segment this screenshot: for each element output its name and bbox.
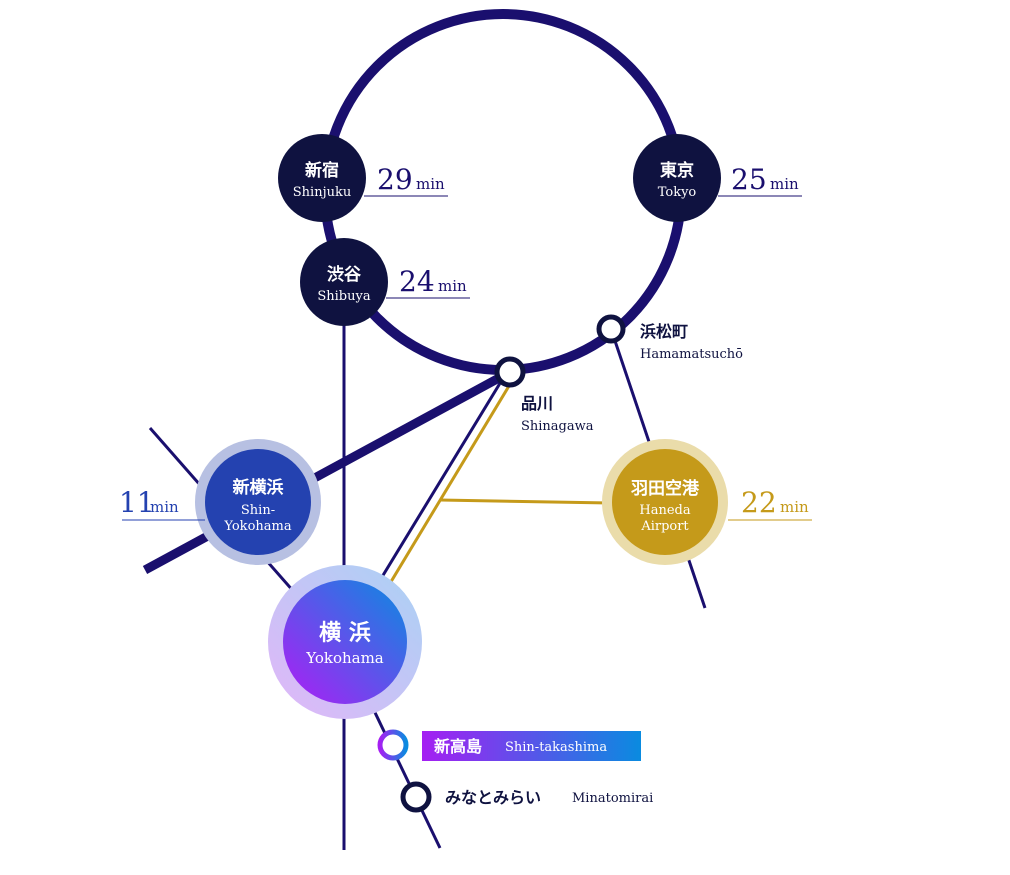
station-name-en: Shibuya: [317, 289, 370, 304]
station-name-en: Yokohama: [223, 519, 291, 534]
station-name-jp: 品川: [521, 394, 553, 413]
station-name-jp: 新横浜: [233, 477, 284, 498]
station-name-jp: 新宿: [305, 160, 339, 181]
time-value: 24: [399, 265, 435, 298]
station-shinjuku[interactable]: 新宿 Shinjuku: [278, 134, 366, 222]
station-name-en: Shin-: [241, 503, 275, 518]
station-name-jp: 新高島: [434, 737, 482, 756]
station-minatomirai[interactable]: みなとみらい Minatomirai: [400, 781, 653, 813]
station-name-jp: みなとみらい: [445, 788, 541, 807]
time-unit: min: [416, 175, 445, 193]
time-shinjuku: 29 min: [364, 163, 448, 197]
time-shibuya: 24 min: [386, 265, 470, 299]
time-unit: min: [770, 175, 799, 193]
station-name-en: Hamamatsuchō: [640, 347, 743, 362]
time-tokyo: 25 min: [718, 163, 802, 197]
station-name-jp: 東京: [660, 160, 694, 181]
time-value: 29: [377, 163, 413, 196]
keikyu-airport-branch: [439, 498, 611, 505]
station-name-en: Shinjuku: [293, 185, 351, 200]
station-yokohama[interactable]: 横 浜 Yokohama: [268, 565, 422, 719]
time-unit: min: [150, 498, 179, 516]
time-value: 25: [731, 163, 767, 196]
time-value: 11: [119, 486, 155, 519]
station-shin-yokohama[interactable]: 新横浜 Shin- Yokohama: [195, 439, 321, 565]
station-hamamatsucho[interactable]: 浜松町 Hamamatsuchō: [596, 314, 743, 362]
shinkansen-line: [142, 368, 513, 574]
time-value: 22: [741, 486, 777, 519]
station-name-jp: 横 浜: [319, 621, 371, 646]
station-name-en: Minatomirai: [572, 791, 653, 806]
station-shibuya[interactable]: 渋谷 Shibuya: [300, 238, 388, 326]
station-name-en: Yokohama: [305, 649, 384, 667]
station-name-jp: 渋谷: [327, 264, 362, 285]
time-unit: min: [438, 277, 467, 295]
station-haneda-airport[interactable]: 羽田空港 Haneda Airport: [602, 439, 728, 565]
time-unit: min: [780, 498, 809, 516]
keikyu-line: [378, 375, 517, 601]
station-name-en: Tokyo: [658, 185, 697, 200]
time-haneda: 22 min: [728, 486, 812, 521]
station-name-jp: 浜松町: [640, 322, 688, 341]
station-name-jp: 羽田空港: [631, 478, 700, 499]
shinagawa-yokohama-line: [366, 374, 507, 601]
station-shin-takashima[interactable]: 新高島 Shin-takashima: [377, 729, 641, 761]
station-name-en: Shinagawa: [521, 419, 594, 434]
station-name-en: Haneda: [639, 503, 690, 518]
station-name-en: Airport: [640, 519, 689, 534]
station-name-en: Shin-takashima: [505, 740, 607, 755]
station-shinagawa[interactable]: 品川 Shinagawa: [494, 356, 594, 434]
station-tokyo[interactable]: 東京 Tokyo: [633, 134, 721, 222]
time-shin-yokohama: 11 min: [119, 486, 205, 521]
